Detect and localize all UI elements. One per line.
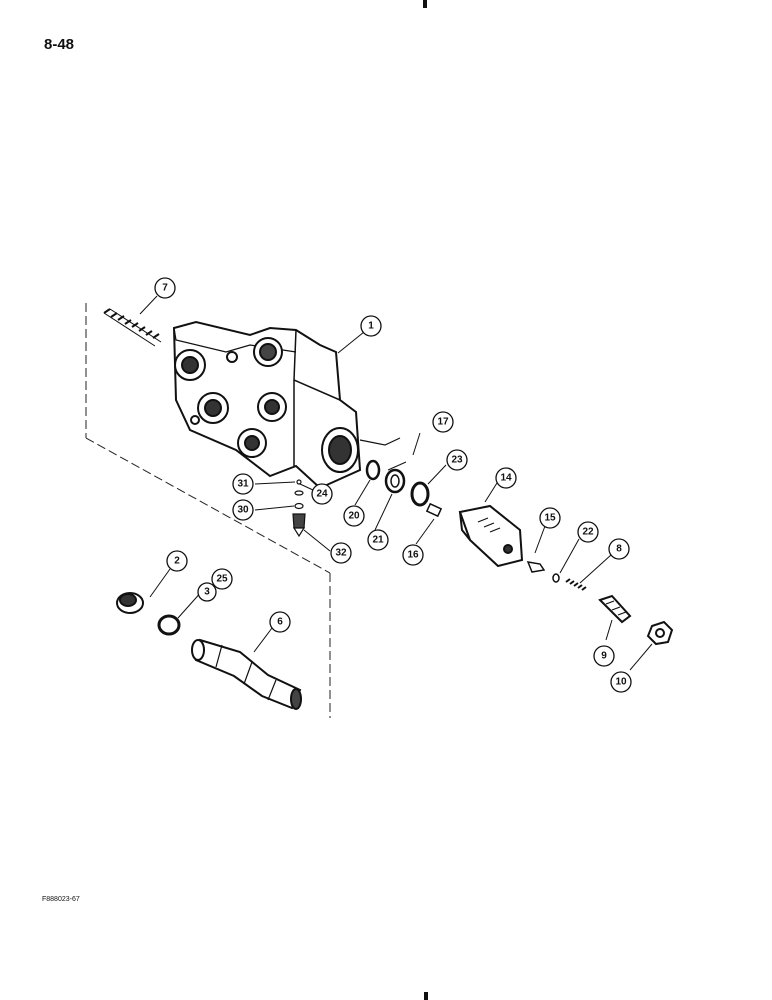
svg-text:24: 24 [316, 489, 328, 500]
svg-text:30: 30 [237, 505, 249, 516]
callout-3: 3 [197, 582, 217, 602]
assembly-dashed-frame [85, 303, 331, 718]
leader-lines [139, 295, 653, 671]
check-valve-parts [292, 479, 306, 538]
svg-text:31: 31 [237, 479, 249, 490]
svg-text:1: 1 [368, 321, 374, 332]
svg-text:14: 14 [500, 473, 512, 484]
callout-17: 17 [432, 411, 454, 433]
callout-32: 32 [330, 542, 352, 564]
callout-6: 6 [269, 611, 291, 633]
valve-body [172, 320, 401, 490]
plug-and-oring [116, 592, 181, 636]
callout-23: 23 [446, 449, 468, 471]
svg-text:25: 25 [216, 574, 228, 585]
svg-text:2: 2 [174, 556, 180, 567]
callout-21: 21 [367, 529, 389, 551]
svg-text:22: 22 [582, 527, 594, 538]
page-mark-top [423, 0, 427, 8]
callout-25: 25 [211, 568, 233, 590]
valve-spool [191, 638, 302, 710]
callout-7: 7 [154, 277, 176, 299]
callout-16: 16 [402, 544, 424, 566]
callout-15: 15 [539, 507, 561, 529]
seal-rings [365, 459, 443, 518]
svg-text:9: 9 [601, 651, 607, 662]
svg-text:8: 8 [616, 544, 622, 555]
callout-8: 8 [608, 538, 630, 560]
callout-10: 10 [610, 671, 632, 693]
svg-text:16: 16 [407, 550, 419, 561]
callout-24: 24 [311, 483, 333, 505]
svg-text:10: 10 [615, 677, 627, 688]
callout-1: 1 [360, 315, 382, 337]
svg-text:21: 21 [372, 535, 384, 546]
relief-valve-cartridge [458, 504, 524, 568]
svg-text:20: 20 [348, 511, 360, 522]
spring-part [103, 308, 162, 347]
svg-text:17: 17 [437, 417, 449, 428]
callout-22: 22 [577, 521, 599, 543]
svg-text:23: 23 [451, 455, 463, 466]
callout-2: 2 [166, 550, 188, 572]
callout-30: 30 [232, 499, 254, 521]
page-mark-bottom [424, 992, 428, 1000]
svg-text:3: 3 [204, 587, 210, 598]
svg-text:6: 6 [277, 617, 283, 628]
callout-9: 9 [593, 645, 615, 667]
figure-code: F888023-67 [42, 896, 80, 903]
callout-20: 20 [343, 505, 365, 527]
callout-31: 31 [232, 473, 254, 495]
part-callouts: 1 2 3 25 6 7 8 9 10 14 15 16 17 20 21 22… [154, 277, 632, 693]
svg-text:32: 32 [335, 548, 347, 559]
poppet-spring-parts [526, 561, 587, 591]
callout-14: 14 [495, 467, 517, 489]
svg-text:15: 15 [544, 513, 556, 524]
page-number: 8-48 [44, 36, 75, 53]
adjusting-screw-and-nut [598, 594, 674, 646]
svg-text:7: 7 [162, 283, 168, 294]
